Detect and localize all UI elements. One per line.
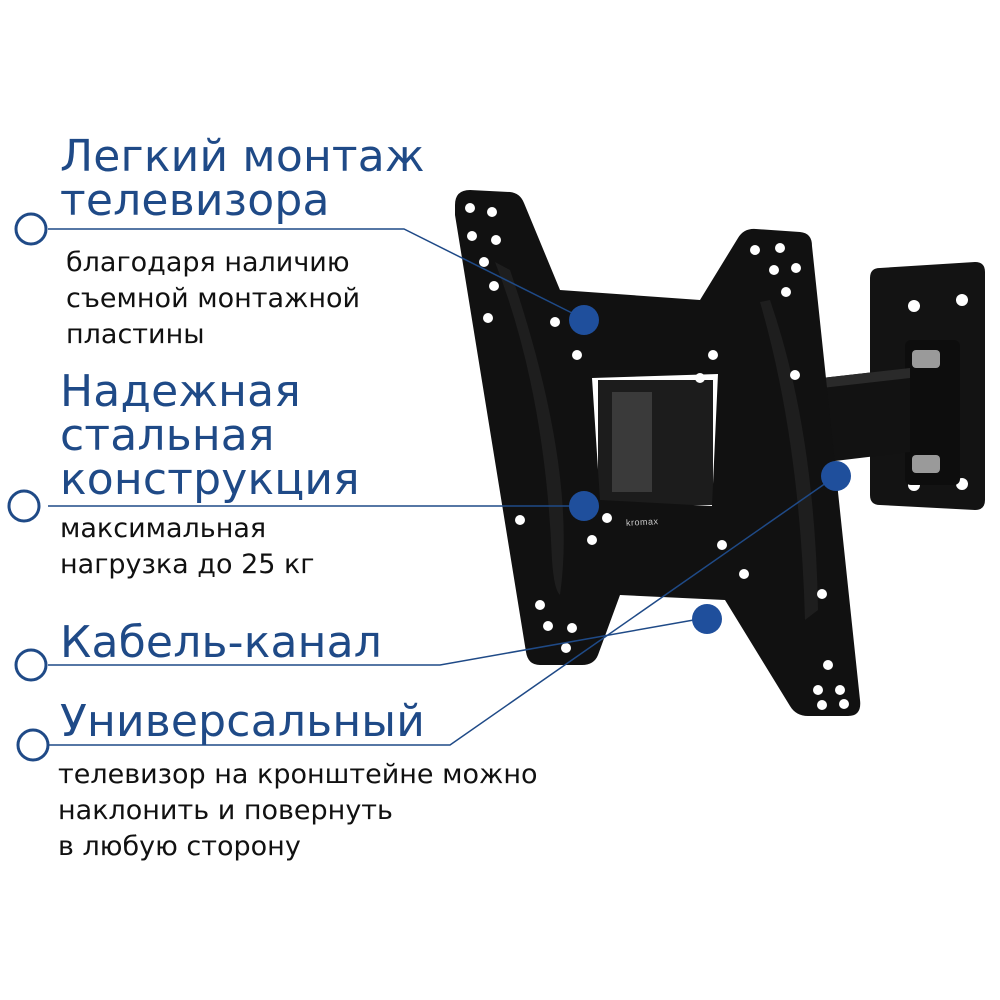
feature-2-description: максимальная нагрузка до 25 кг — [60, 511, 315, 583]
feature-1-title: Легкий монтаж телевизора — [60, 135, 425, 223]
feature-3-title: Кабель-канал — [60, 621, 382, 665]
feature-1-desc-line-2: съемной монтажной — [66, 283, 361, 314]
feature-4-desc-line-3: в любую сторону — [58, 831, 301, 862]
feature-1-title-line-2: телевизора — [60, 175, 330, 226]
feature-4-desc-line-1: телевизор на кронштейне можно — [58, 759, 538, 790]
callout-dot-icon — [569, 305, 851, 634]
feature-2-desc-line-2: нагрузка до 25 кг — [60, 549, 315, 580]
feature-4-title-line-1: Универсальный — [60, 696, 426, 747]
feature-1-description: благодаря наличию съемной монтажной плас… — [66, 245, 360, 353]
feature-2-title-line-2: стальная — [60, 410, 275, 461]
feature-4-title: Универсальный — [60, 700, 425, 744]
feature-1-desc-line-3: пластины — [66, 319, 205, 350]
feature-3-title-line-1: Кабель-канал — [60, 617, 383, 668]
callout-ring-icon — [7, 212, 50, 762]
feature-2-title: Надежная стальная конструкция — [60, 370, 360, 502]
feature-2-title-line-3: конструкция — [60, 454, 360, 505]
brand-logo: kromax — [625, 516, 659, 528]
feature-4-description: телевизор на кронштейне можно наклонить … — [58, 757, 538, 865]
feature-1-title-line-1: Легкий монтаж — [60, 131, 425, 182]
feature-2-desc-line-1: максимальная — [60, 513, 267, 544]
feature-1-desc-line-1: благодаря наличию — [66, 247, 350, 278]
feature-2-title-line-1: Надежная — [60, 366, 301, 417]
feature-4-desc-line-2: наклонить и повернуть — [58, 795, 393, 826]
